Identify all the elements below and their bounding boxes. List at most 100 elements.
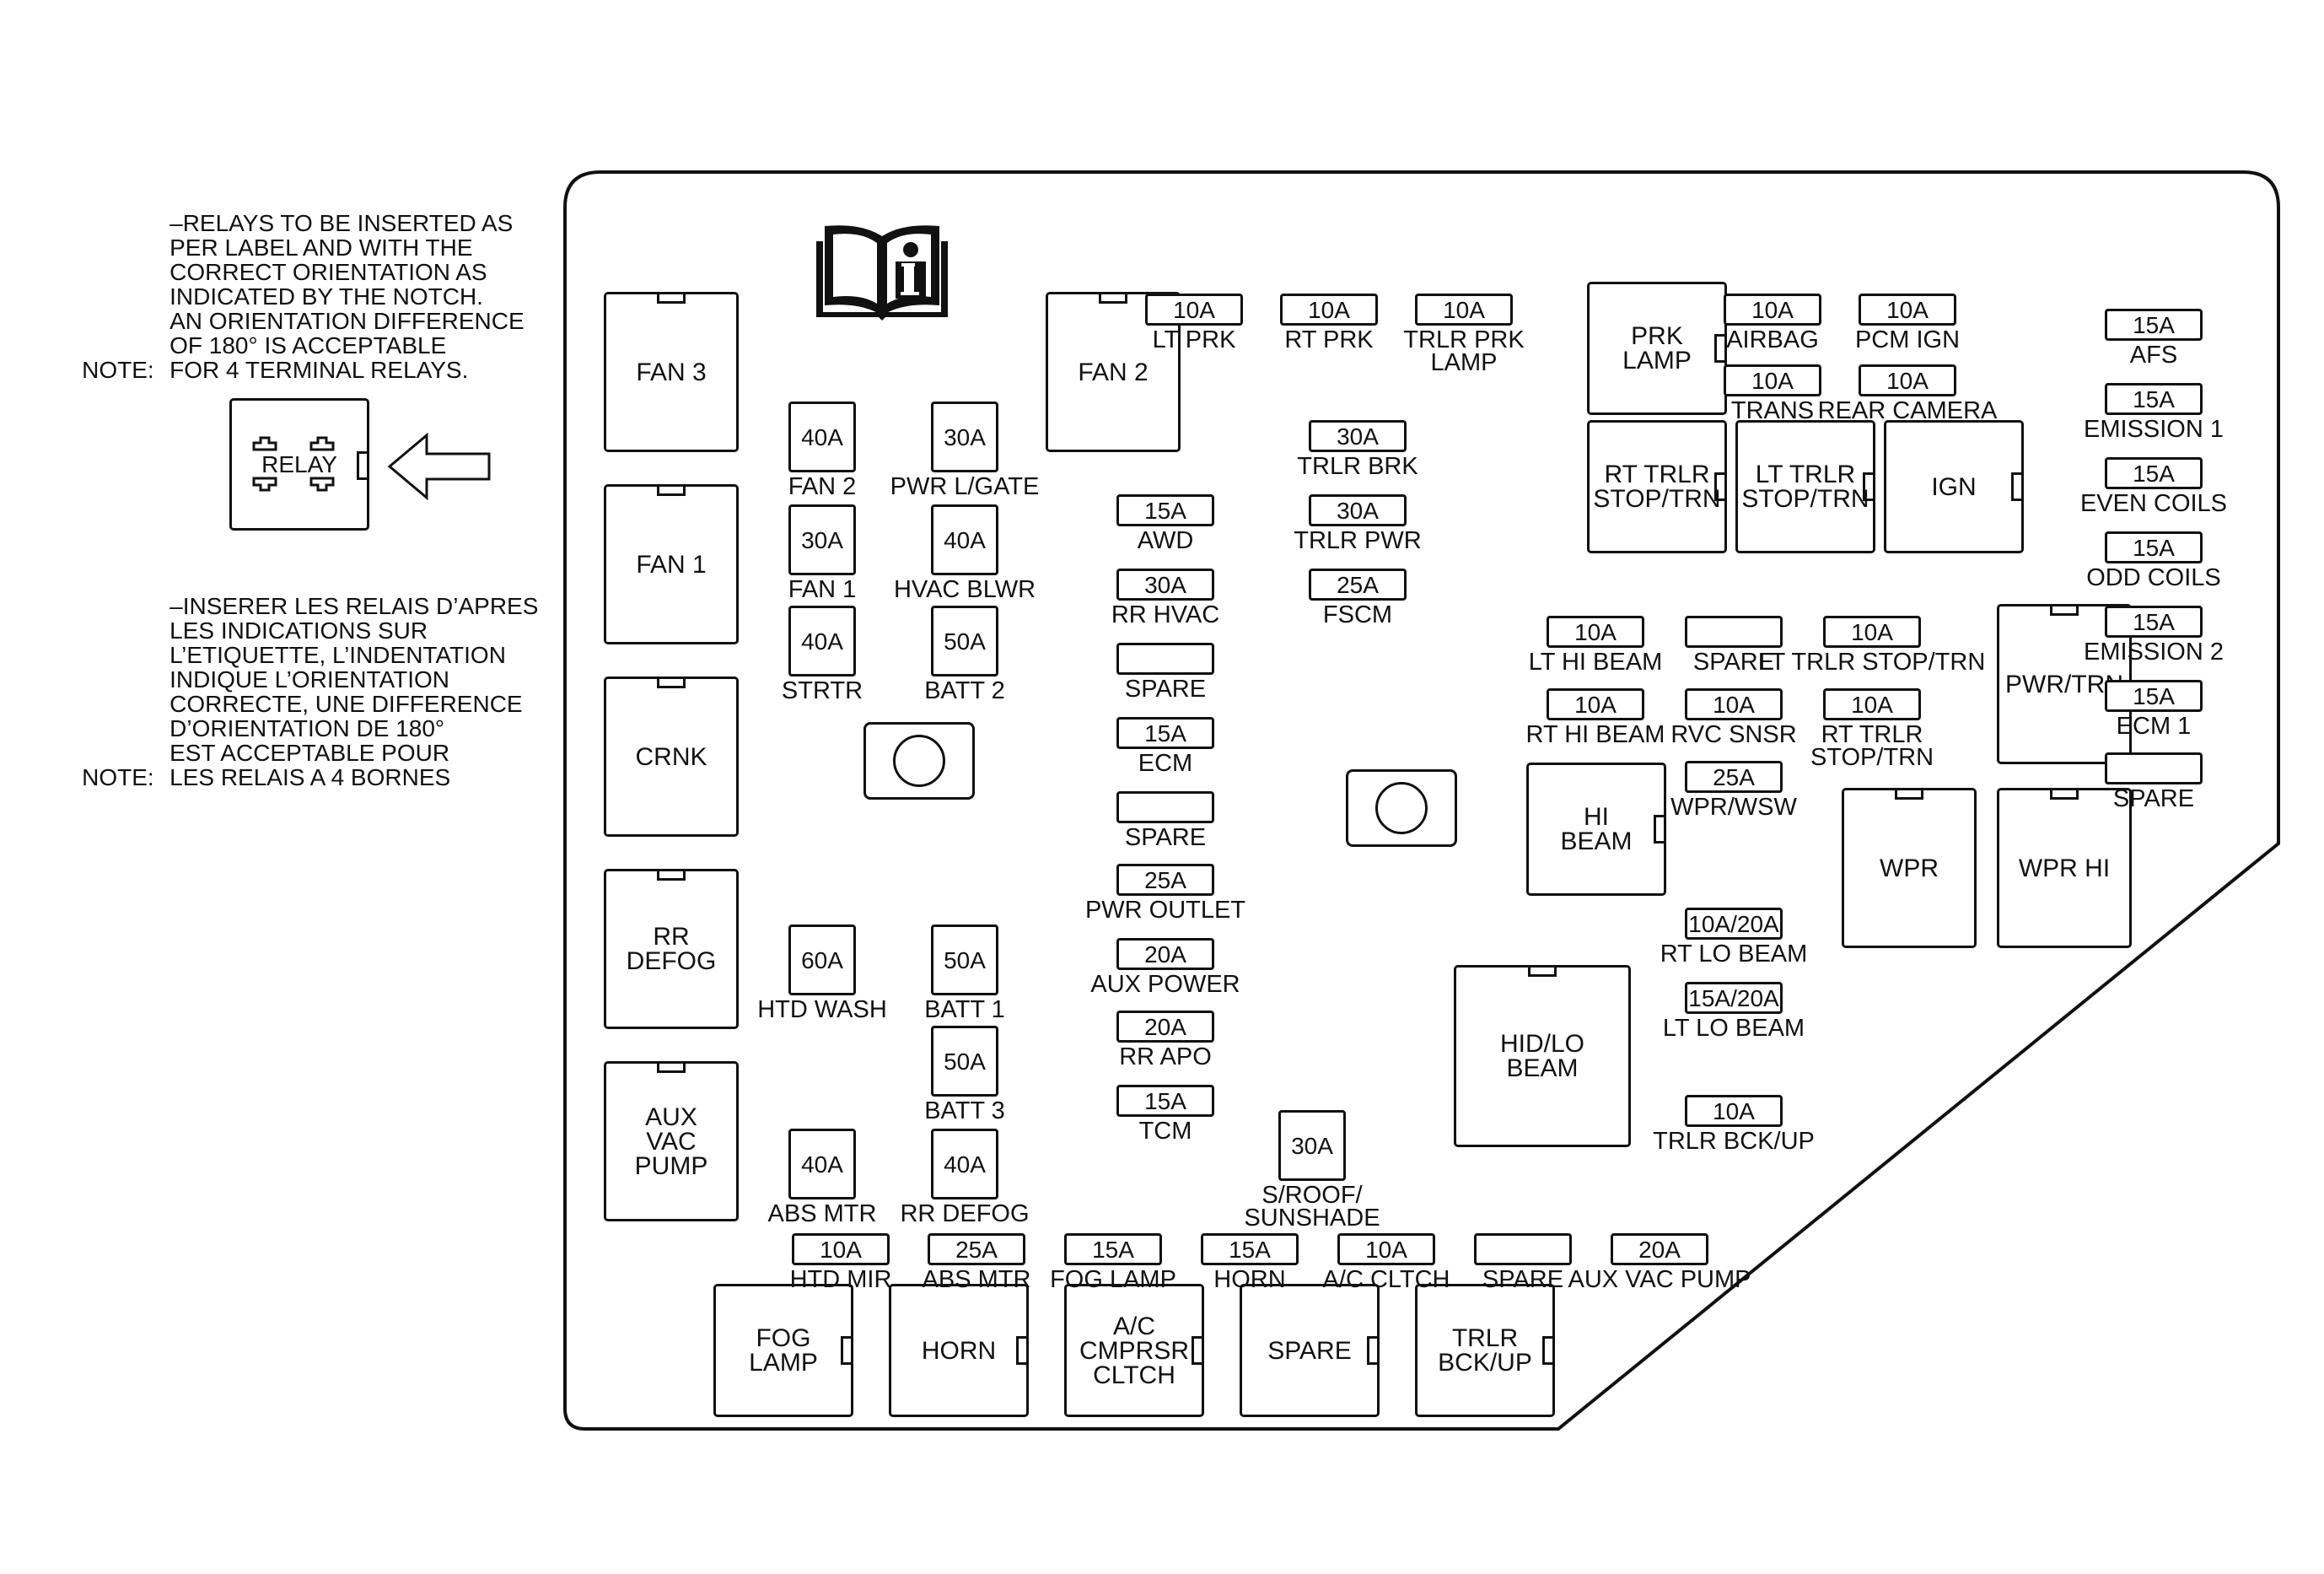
fuse-rr-apo: 20A xyxy=(1116,1011,1214,1043)
fuse-label: BATT 1 xyxy=(924,996,1005,1023)
fuse-label: PWR OUTLET xyxy=(1084,897,1246,924)
stud-bolt xyxy=(1346,769,1457,847)
fuse-htd-wash: 60A xyxy=(788,924,856,995)
fuse-label: RR HVAC xyxy=(1111,601,1220,628)
note-line: OF 180° IS ACCEPTABLE xyxy=(169,332,447,358)
fuse-label: TRANS xyxy=(1730,397,1815,424)
fuse-lt-prk: 10A xyxy=(1145,294,1243,326)
relay-wpr-hi: WPR HI xyxy=(1997,788,2132,948)
relay-wpr: WPR xyxy=(1842,788,1977,948)
fuse-rvc-snsr: 10A xyxy=(1685,688,1783,720)
fuse-spare xyxy=(1474,1233,1572,1265)
relay-hi-beam: HI BEAM xyxy=(1526,763,1666,896)
fuse-rating: 20A xyxy=(1638,1236,1681,1263)
fuse-label: SPARE xyxy=(1692,649,1775,676)
fuse-s-roof-sunshade: 30A xyxy=(1278,1110,1346,1181)
relay-rr-defog: RR DEFOG xyxy=(604,869,739,1029)
fuse-rt-lo-beam: 10A/20A xyxy=(1685,908,1783,940)
fuse-label: AFS xyxy=(2129,342,2178,369)
fuse-rating: 10A xyxy=(1173,296,1215,323)
fuse-rr-defog: 40A xyxy=(931,1129,998,1199)
fuse-rating: 30A xyxy=(1291,1132,1333,1159)
fuse-label: HORN xyxy=(1213,1266,1286,1293)
fuse-label: SPARE xyxy=(1124,824,1207,851)
fuse-spare xyxy=(2105,752,2203,784)
fuse-rating: 50A xyxy=(944,946,986,973)
fuse-label: LT PRK xyxy=(1152,326,1236,353)
fuse-label: AWD xyxy=(1137,527,1194,554)
relay-label: FAN 1 xyxy=(636,550,707,579)
fuse-label: TCM xyxy=(1138,1118,1192,1145)
relay-fan-1: FAN 1 xyxy=(604,484,739,644)
relay-trlr-bck-up: TRLR BCK/UP xyxy=(1415,1284,1555,1417)
relay-fog-lamp: FOG LAMP xyxy=(713,1284,853,1417)
relay-label: RR DEFOG xyxy=(626,923,717,975)
fuse-label: LT LO BEAM xyxy=(1662,1015,1805,1042)
fuse-wpr-wsw: 25A xyxy=(1685,761,1783,793)
relay-legend-label: RELAY xyxy=(261,451,337,477)
fuse-label: TRLR PWR xyxy=(1294,527,1422,554)
fuse-afs: 15A xyxy=(2105,309,2203,341)
fuse-hvac-blwr: 40A xyxy=(931,504,998,575)
fuse-rating: 10A xyxy=(1574,618,1617,645)
fuse-spare xyxy=(1116,643,1214,675)
fuse-label: RVC SNSR xyxy=(1670,721,1797,748)
fuse-rt-prk: 10A xyxy=(1280,294,1378,326)
fuse-label: ABS MTR xyxy=(922,1266,1031,1293)
note-line: INDIQUE L’ORIENTATION xyxy=(169,666,450,693)
fuse-rating: 10A xyxy=(1713,691,1755,718)
fuse-label: SPARE xyxy=(1482,1266,1564,1293)
fuse-even-coils: 15A xyxy=(2105,457,2203,489)
fuse-ecm-1: 15A xyxy=(2105,680,2203,712)
relay-arrow-icon xyxy=(387,432,491,501)
note-line: INDICATED BY THE NOTCH. xyxy=(169,283,483,310)
fuse-rating: 40A xyxy=(944,1151,986,1178)
fuse-label: FAN 2 xyxy=(788,473,857,500)
fuse-rating: 10A xyxy=(1886,296,1929,323)
fuse-trlr-prk-lamp: 10A xyxy=(1415,294,1513,326)
note-line: CORRECT ORIENTATION AS xyxy=(169,259,487,285)
relay-crnk: CRNK xyxy=(604,676,739,837)
relay-legend: RELAY xyxy=(229,398,369,531)
fuse-rating: 40A xyxy=(801,628,843,655)
fuse-rear-camera: 10A xyxy=(1859,364,1956,396)
fuse-label: S/ROOF/ SUNSHADE xyxy=(1244,1182,1380,1232)
note-line: L’ETIQUETTE, L’INDENTATION xyxy=(169,642,506,668)
fuse-pwr-outlet: 25A xyxy=(1116,864,1214,896)
fuse-awd: 15A xyxy=(1116,494,1214,526)
fuse-label: REAR CAMERA xyxy=(1817,397,1998,424)
fuse-rating: 60A xyxy=(801,946,843,973)
fuse-rating: 25A xyxy=(955,1236,998,1263)
fuse-lt-hi-beam: 10A xyxy=(1547,616,1644,648)
fuse-rr-hvac: 30A xyxy=(1116,569,1214,601)
fuse-label: ODD COILS xyxy=(2086,564,2221,591)
fuse-spare xyxy=(1116,791,1214,823)
fuse-label: SPARE xyxy=(2112,785,2195,812)
fuse-rating: 10A xyxy=(1886,367,1929,394)
relay-label: FAN 2 xyxy=(1078,358,1149,386)
fuse-rating: 15A xyxy=(1144,497,1186,524)
fuse-rating: 30A xyxy=(801,526,843,553)
fuse-rating: 40A xyxy=(801,423,843,450)
fuse-trlr-pwr: 30A xyxy=(1309,494,1407,526)
fuse-tcm: 15A xyxy=(1116,1085,1214,1117)
fuse-trlr-bck-up: 10A xyxy=(1685,1095,1783,1127)
note-line: –RELAYS TO BE INSERTED AS xyxy=(169,210,514,236)
relay-prk-lamp: PRK LAMP xyxy=(1587,282,1727,415)
fuse-rating: 20A xyxy=(1144,1013,1186,1040)
fuse-label: HTD WASH xyxy=(757,996,887,1023)
fuse-rating: 15A xyxy=(1092,1236,1134,1263)
note-english: NOTE:–RELAYS TO BE INSERTED AS PER LABEL… xyxy=(56,186,525,407)
relay-label: HI BEAM xyxy=(1560,803,1633,855)
fuse-trans: 10A xyxy=(1724,364,1821,396)
fuse-strtr: 40A xyxy=(788,606,856,676)
fuse-label: SPARE xyxy=(1124,676,1207,703)
fuse-label: HTD MIR xyxy=(789,1266,892,1293)
fuse-rating: 15A xyxy=(1229,1236,1271,1263)
fuse-odd-coils: 15A xyxy=(2105,531,2203,563)
fuse-horn: 15A xyxy=(1201,1233,1299,1265)
fuse-label: RT HI BEAM xyxy=(1525,721,1665,748)
relay-label: WPR HI xyxy=(2018,854,2111,882)
fuse-label: ABS MTR xyxy=(767,1200,877,1227)
relay-ac-cmprsr-cltch: A/C CMPRSR CLTCH xyxy=(1064,1284,1204,1417)
